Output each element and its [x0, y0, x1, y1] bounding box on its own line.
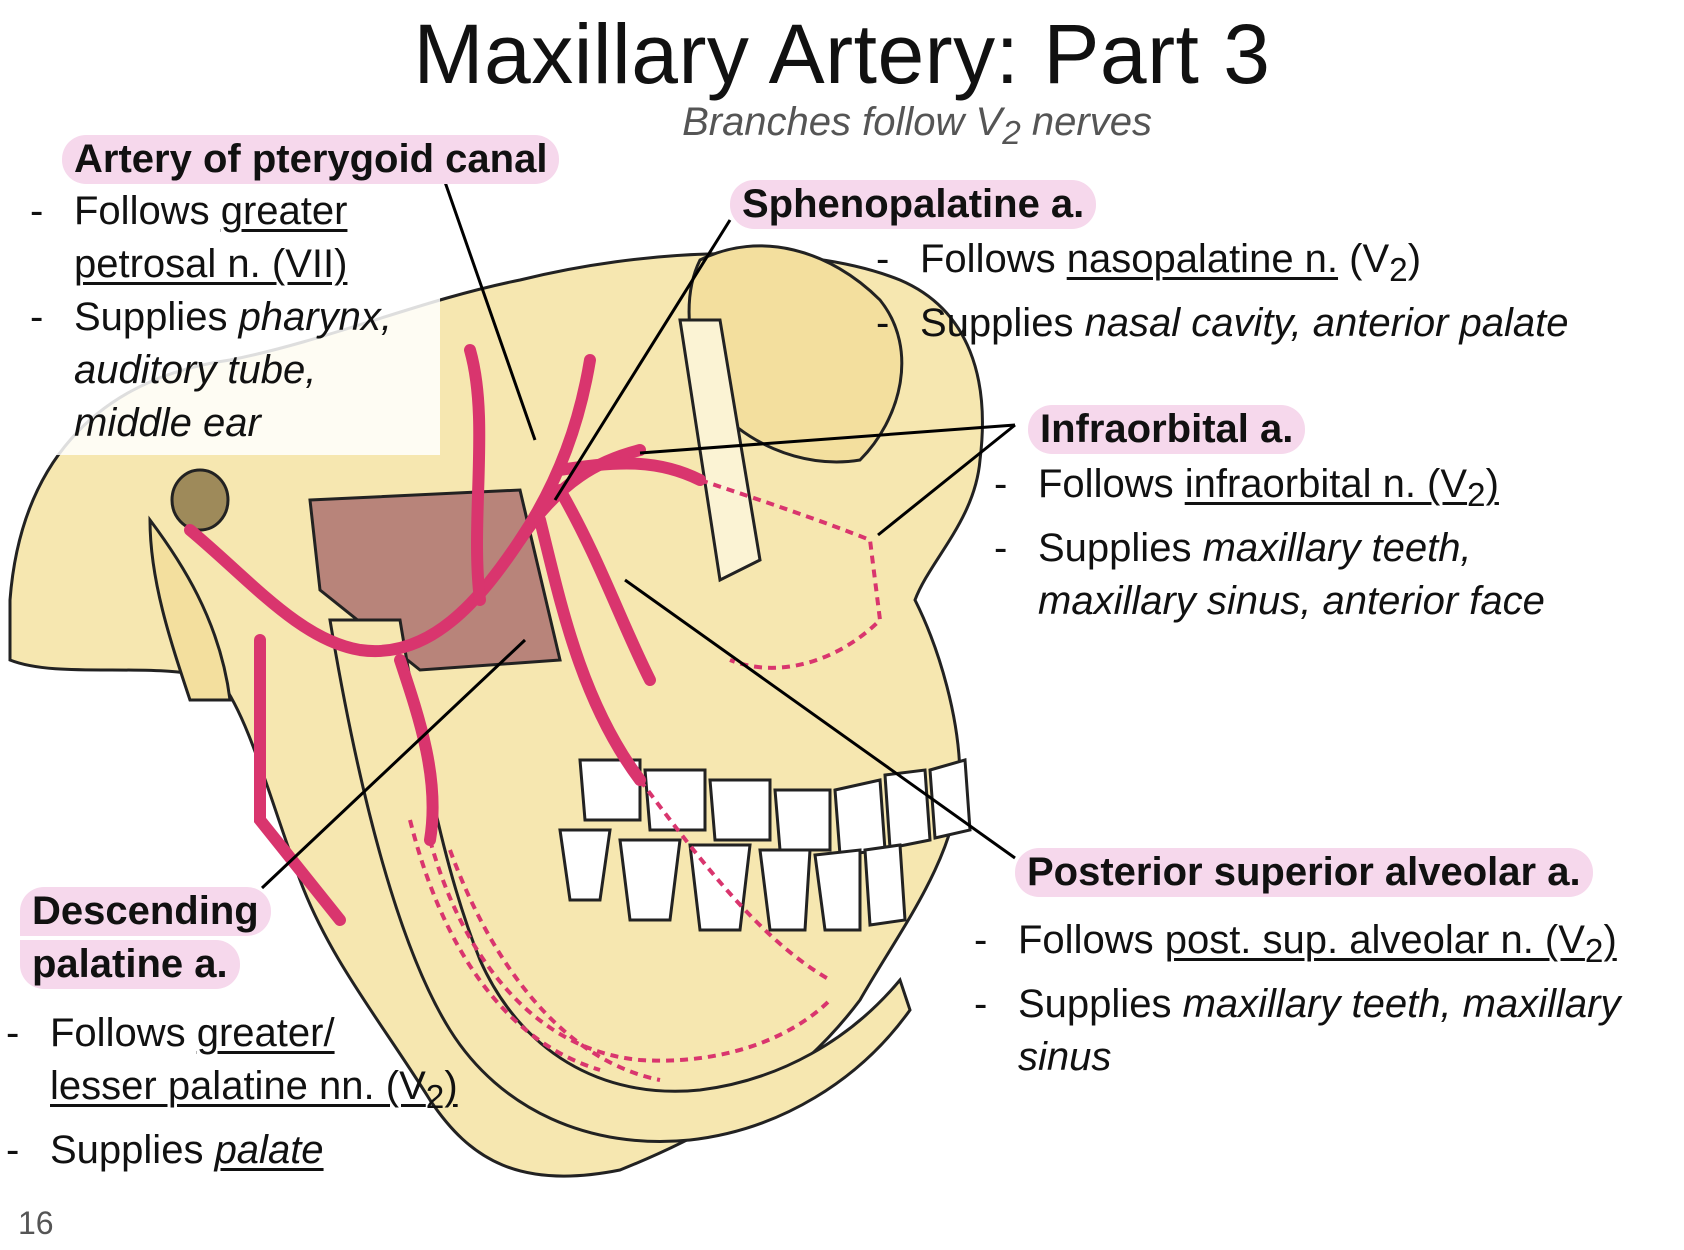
page-title: Maxillary Artery: Part 3: [413, 7, 1271, 101]
pterygoid-canal-notes: Follows greater petrosal n. (VII) Suppli…: [24, 185, 392, 450]
zygomatic-pillar: [678, 318, 762, 583]
pterygoid-follows: Follows greater: [24, 185, 392, 238]
sphenopalatine-notes: Follows nasopalatine n. (V2) Supplies na…: [870, 233, 1569, 350]
page-subtitle: Branches follow V2 nerves: [682, 100, 1152, 152]
left-text-panel: [0, 235, 440, 455]
infraorbital-notes: Follows infraorbital n. (V2) Supplies ma…: [988, 458, 1545, 628]
descending-palatine-notes: Follows greater/ lesser palatine nn. (V2…: [0, 1007, 458, 1177]
arteries: [184, 344, 706, 926]
label-posterior-superior-alveolar: Posterior superior alveolar a.: [1015, 848, 1593, 897]
label-infraorbital: Infraorbital a.: [1028, 405, 1306, 454]
page-number: 16: [18, 1205, 54, 1241]
pterygoid-supplies: Supplies pharynx,: [24, 291, 392, 344]
dashed-vessels: [408, 478, 883, 1082]
label-sphenopalatine: Sphenopalatine a.: [730, 180, 1097, 229]
mastoid: [148, 515, 232, 702]
ear-canal: [170, 468, 230, 532]
lower-teeth: [558, 828, 907, 932]
psa-notes: Follows post. sup. alveolar n. (V2) Supp…: [968, 914, 1620, 1084]
label-pterygoid-canal: Artery of pterygoid canal: [62, 135, 560, 184]
label-descending-palatine-2: palatine a.: [20, 940, 240, 989]
label-descending-palatine-1: Descending: [20, 887, 271, 936]
leader-lines: [260, 181, 1016, 890]
